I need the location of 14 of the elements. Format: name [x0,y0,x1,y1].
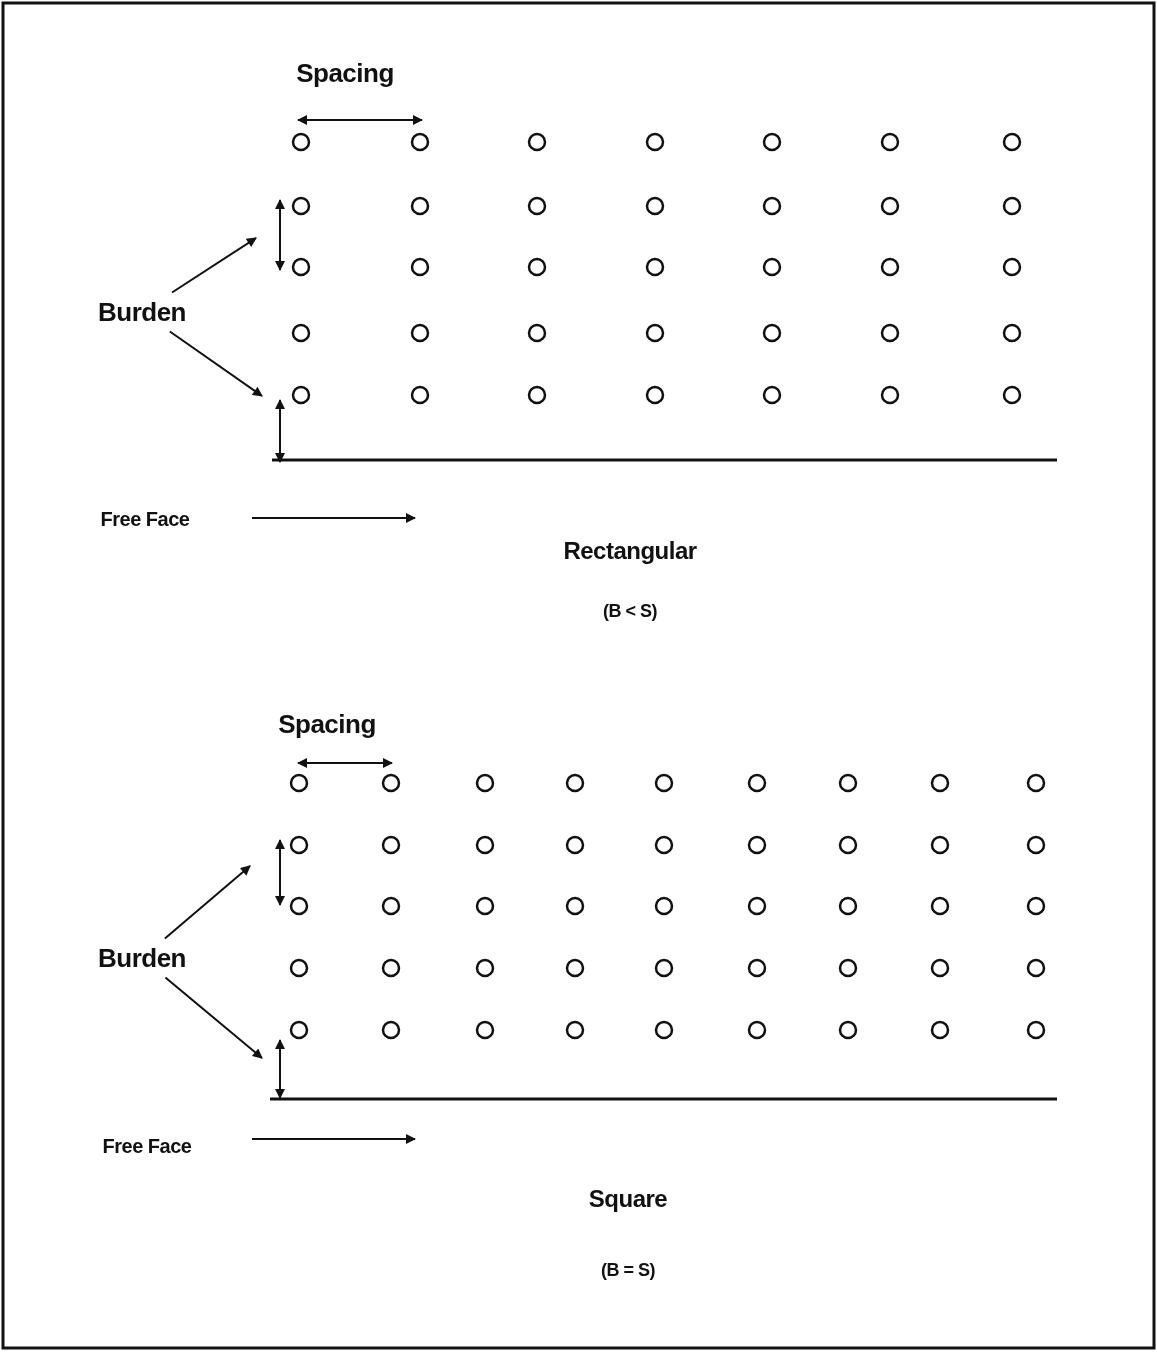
dimension-label: Spacing [296,57,394,89]
annotation-label: Burden [98,942,186,974]
leader-arrow [171,237,257,294]
pattern-title: Square [588,1185,668,1213]
pattern-formula: (B = S) [601,1259,655,1281]
leader-arrow [164,976,263,1059]
dimension-label: Spacing [278,708,376,740]
leader-arrow [163,865,251,940]
leader-arrow [168,330,263,397]
annotation-label: Burden [98,296,186,328]
annotation-label: Free Face [100,507,190,531]
pattern-formula: (B < S) [603,600,657,622]
annotation-label: Free Face [102,1134,192,1158]
pattern-title: Rectangular [563,537,697,565]
